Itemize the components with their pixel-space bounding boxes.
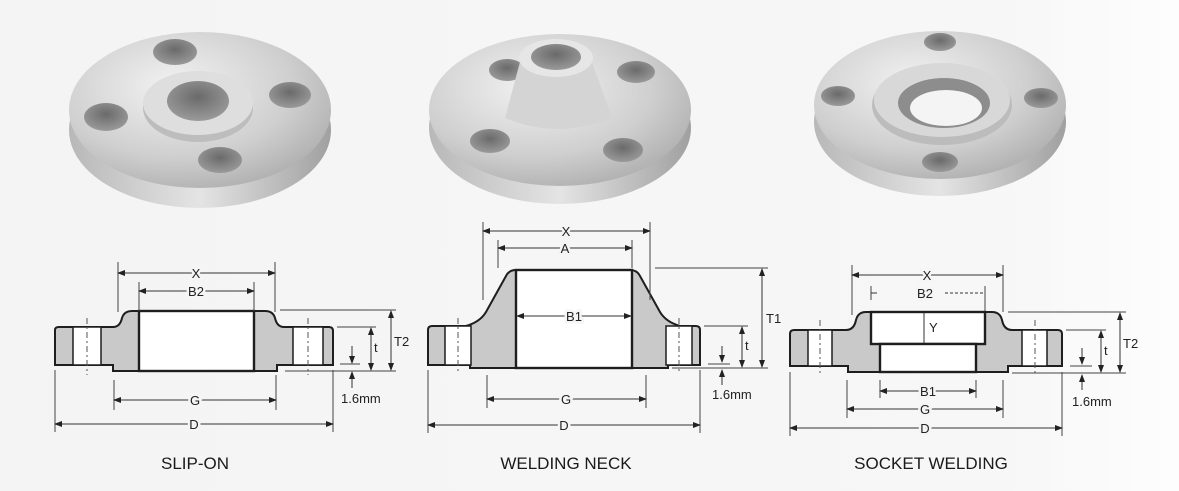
slip-on-flange-photo [69,32,331,208]
dim-g-label: G [561,392,571,407]
caption-socket-welding: SOCKET WELDING [854,454,1008,473]
dim-a-label: A [561,241,570,256]
dim-raised-face-label: 1.6mm [1072,394,1112,409]
dim-t1-label: T1 [766,311,781,326]
dim-raised-face-label: 1.6mm [341,391,381,406]
socket-welding-flange-photo [814,31,1066,196]
dim-g-label: G [190,393,200,408]
dim-t-label: t [1104,343,1108,358]
welding-neck-section-drawing: X A B1 G D T1 t 1.6mm [427,222,781,436]
dim-y-label: Y [929,320,938,335]
dim-d-label: D [920,421,929,436]
dim-g-label: G [920,402,930,417]
dim-b2-label: B2 [917,286,933,301]
dim-b1-label: B1 [920,384,936,399]
caption-slip-on: SLIP-ON [161,454,229,473]
dim-t-label: t [374,340,378,355]
slip-on-section-drawing: X B2 G D T2 t 1.6mm [54,262,409,435]
caption-welding-neck: WELDING NECK [500,454,632,473]
dim-b1-label: B1 [566,309,582,324]
dim-x-label: X [192,266,201,281]
dim-d-label: D [189,417,198,432]
dim-x-label: X [562,224,571,239]
dim-t2-label: T2 [1123,336,1138,351]
dim-d-label: D [559,418,568,433]
dim-x-label: X [923,268,932,283]
dim-b2-label: B2 [188,284,204,299]
welding-neck-flange-photo [429,34,691,204]
dim-raised-face-label: 1.6mm [712,387,752,402]
dim-t2-label: T2 [394,334,409,349]
socket-welding-section-drawing: X B2 Y B1 G D T2 t 1.6mm [789,265,1138,439]
dim-t-label: t [745,338,749,353]
